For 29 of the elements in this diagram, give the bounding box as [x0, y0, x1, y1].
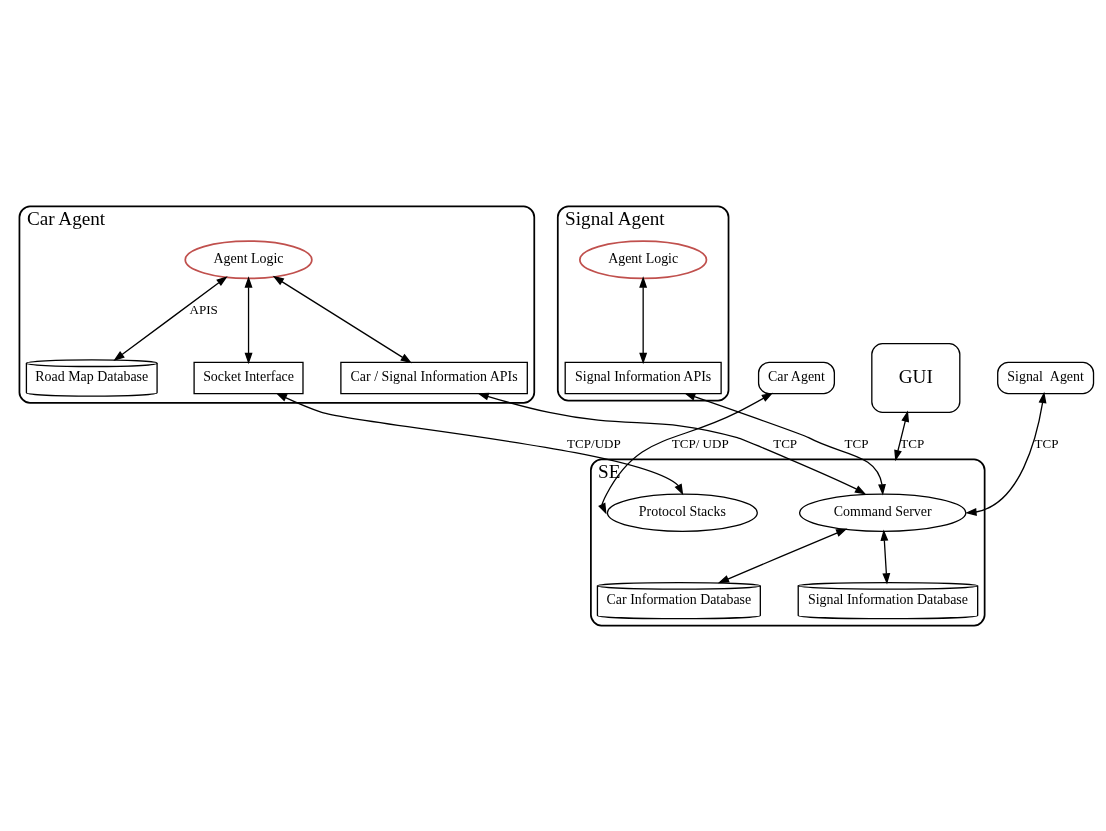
edge-label: APIS [189, 301, 218, 317]
arrow [272, 275, 412, 363]
node-box: Signal Information APIs [564, 361, 722, 394]
node-box: Car Agent [757, 361, 836, 394]
arrow [639, 275, 648, 364]
node-box: Socket Interface [193, 361, 304, 394]
arrow [717, 528, 848, 583]
arrow [477, 392, 867, 495]
node-ellipse: Agent Logic [579, 239, 708, 279]
arrow [275, 392, 684, 495]
arrow [880, 529, 891, 584]
edge-label: TCP [900, 435, 925, 451]
arrow [244, 275, 253, 364]
node-box: Signal Agent [997, 361, 1095, 394]
edge-label: TCP [1034, 435, 1059, 451]
edge-label: TCP/UDP [567, 435, 621, 451]
node-ellipse: Agent Logic [184, 239, 313, 279]
arrow [965, 391, 1047, 516]
node-ellipse: Command Server [798, 492, 967, 532]
arrow [598, 392, 774, 515]
node-box: GUI [871, 342, 961, 413]
arrow [684, 392, 886, 496]
edge-label: TCP [773, 435, 798, 451]
arrow [894, 410, 910, 461]
node-box: Car / Signal Information APIs [340, 361, 528, 394]
edge-label: TCP/ UDP [671, 435, 729, 451]
node-ellipse: Protocol Stacks [606, 492, 758, 532]
edge-label: TCP [844, 435, 869, 451]
arrow [113, 275, 228, 361]
